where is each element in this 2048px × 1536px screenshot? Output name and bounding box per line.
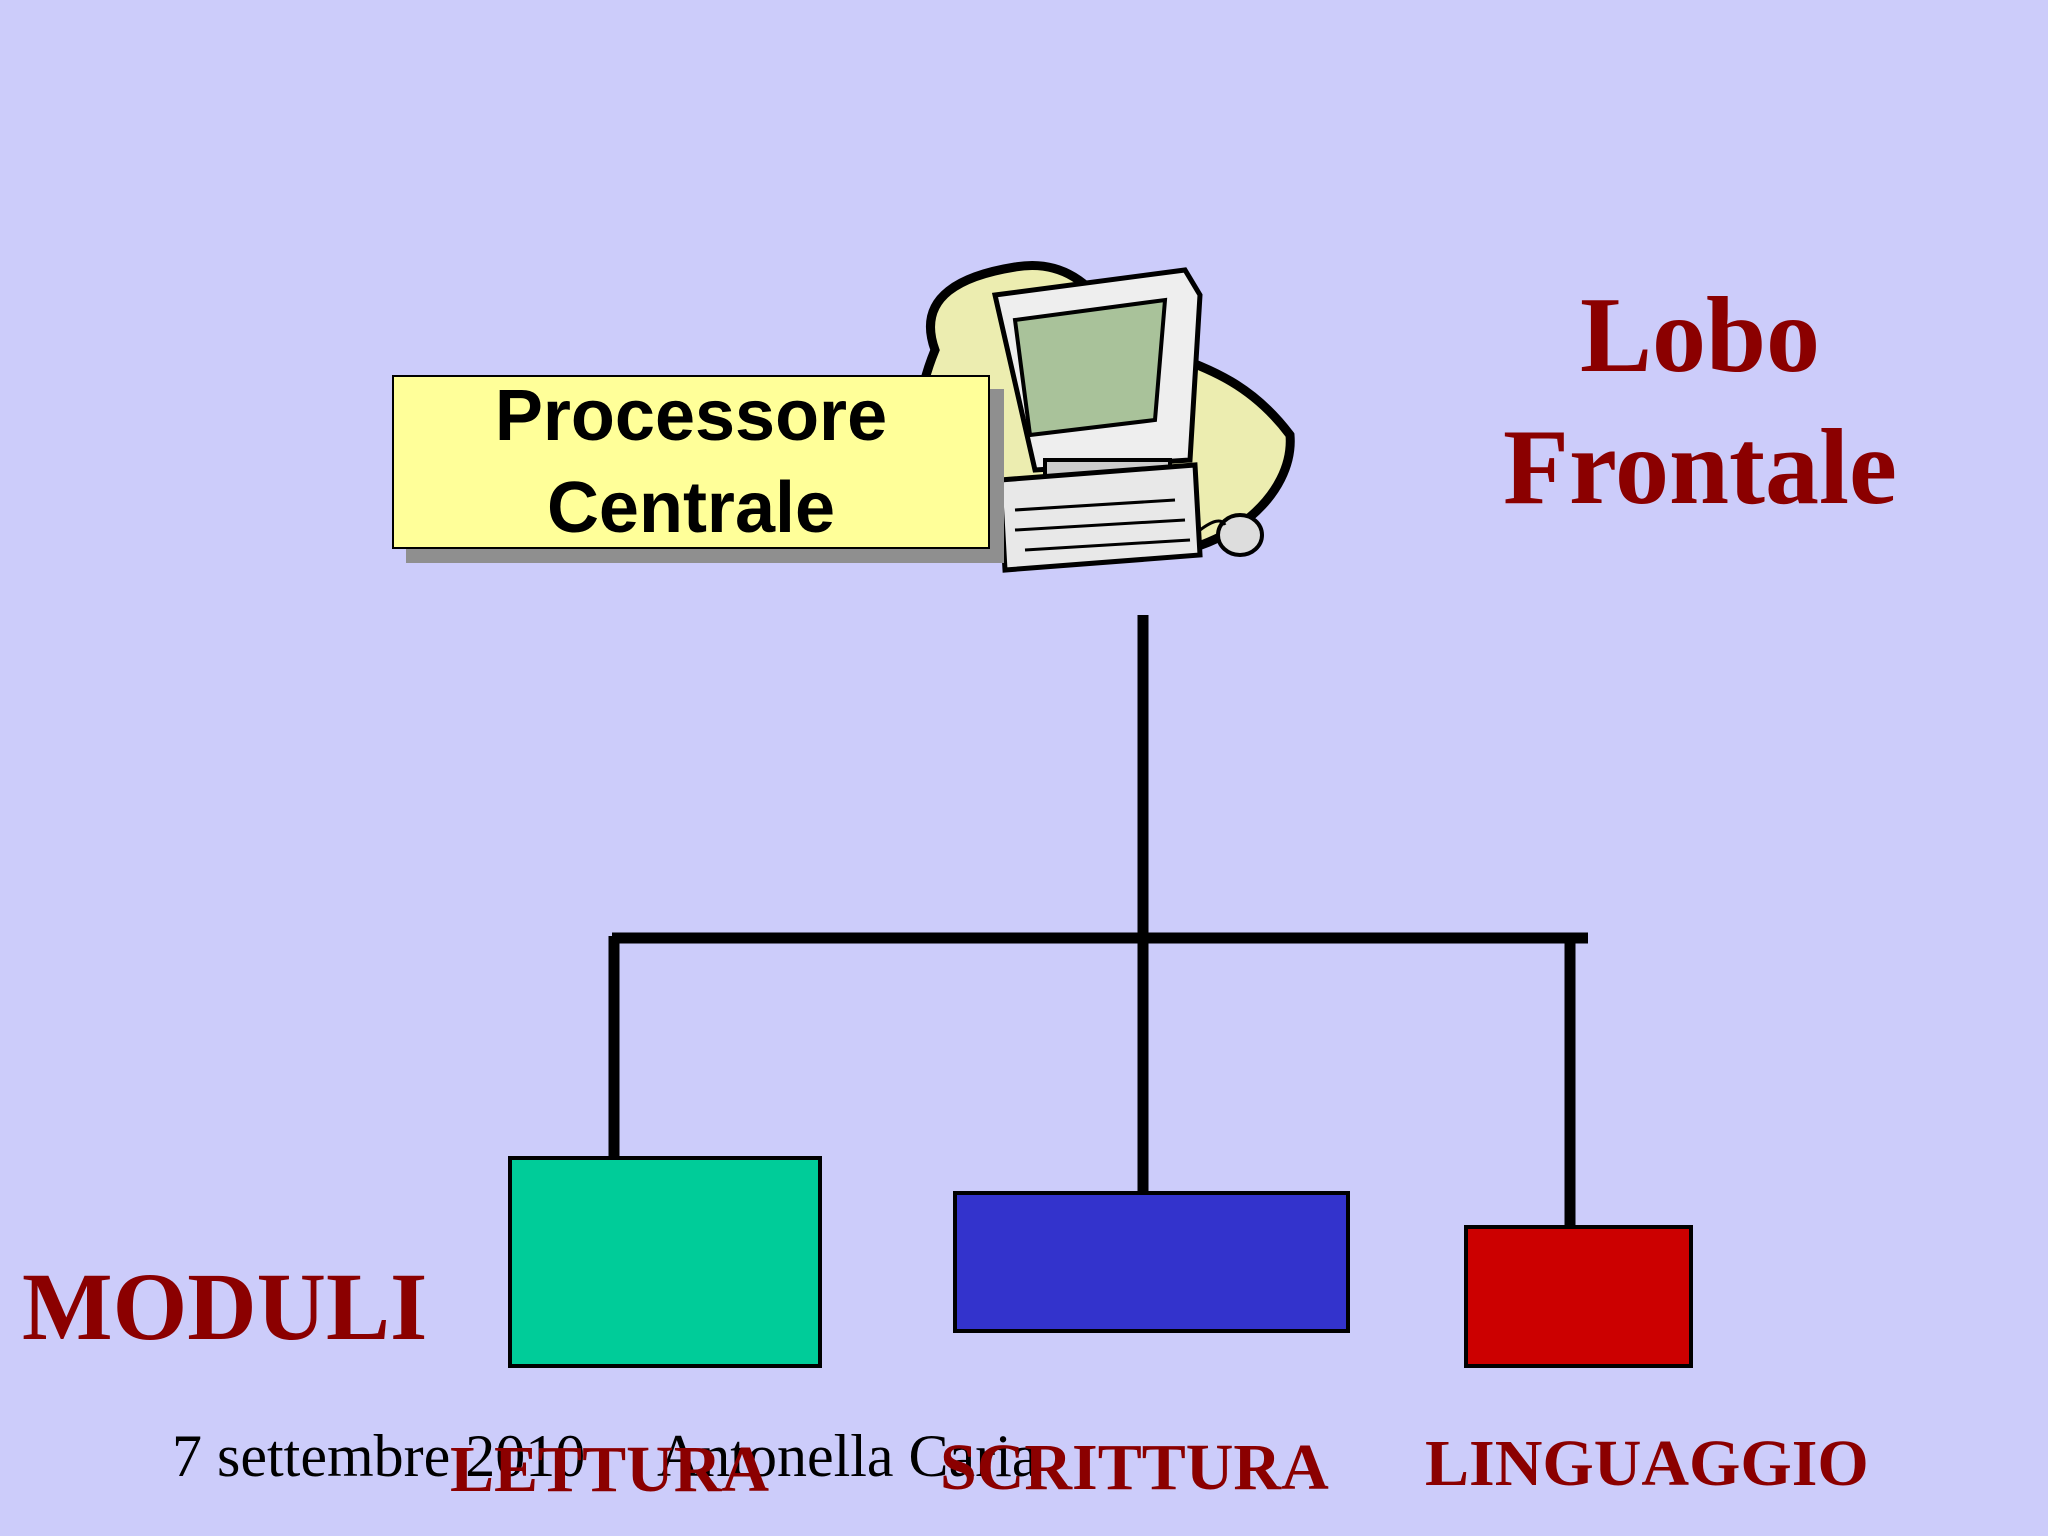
module-box-linguaggio bbox=[1464, 1225, 1693, 1368]
footer-date: 7 settembre 2010 bbox=[172, 1423, 586, 1489]
module-label-lettura: LETTURA bbox=[450, 1433, 770, 1506]
module-label-scrittura: SCRITTURA bbox=[940, 1431, 1329, 1504]
computer-clipart-icon bbox=[914, 260, 1295, 573]
footer: 7 settembre 2010 Antonella Caria bbox=[172, 1418, 1038, 1494]
footer-author: Antonella Caria bbox=[656, 1423, 1039, 1489]
slide-title: Lobo Frontale bbox=[1470, 270, 1930, 534]
title-line2: Frontale bbox=[1503, 408, 1897, 527]
module-label-linguaggio: LINGUAGGIO bbox=[1425, 1427, 1869, 1500]
processor-label-line1: Processore bbox=[494, 376, 888, 456]
moduli-label: MODULI bbox=[22, 1253, 428, 1360]
processor-label-line2: Centrale bbox=[546, 468, 836, 548]
module-box-lettura bbox=[508, 1156, 822, 1368]
title-line1: Lobo bbox=[1579, 276, 1821, 395]
module-box-scrittura bbox=[953, 1191, 1350, 1333]
processor-label-box: Processore Centrale bbox=[392, 375, 990, 549]
